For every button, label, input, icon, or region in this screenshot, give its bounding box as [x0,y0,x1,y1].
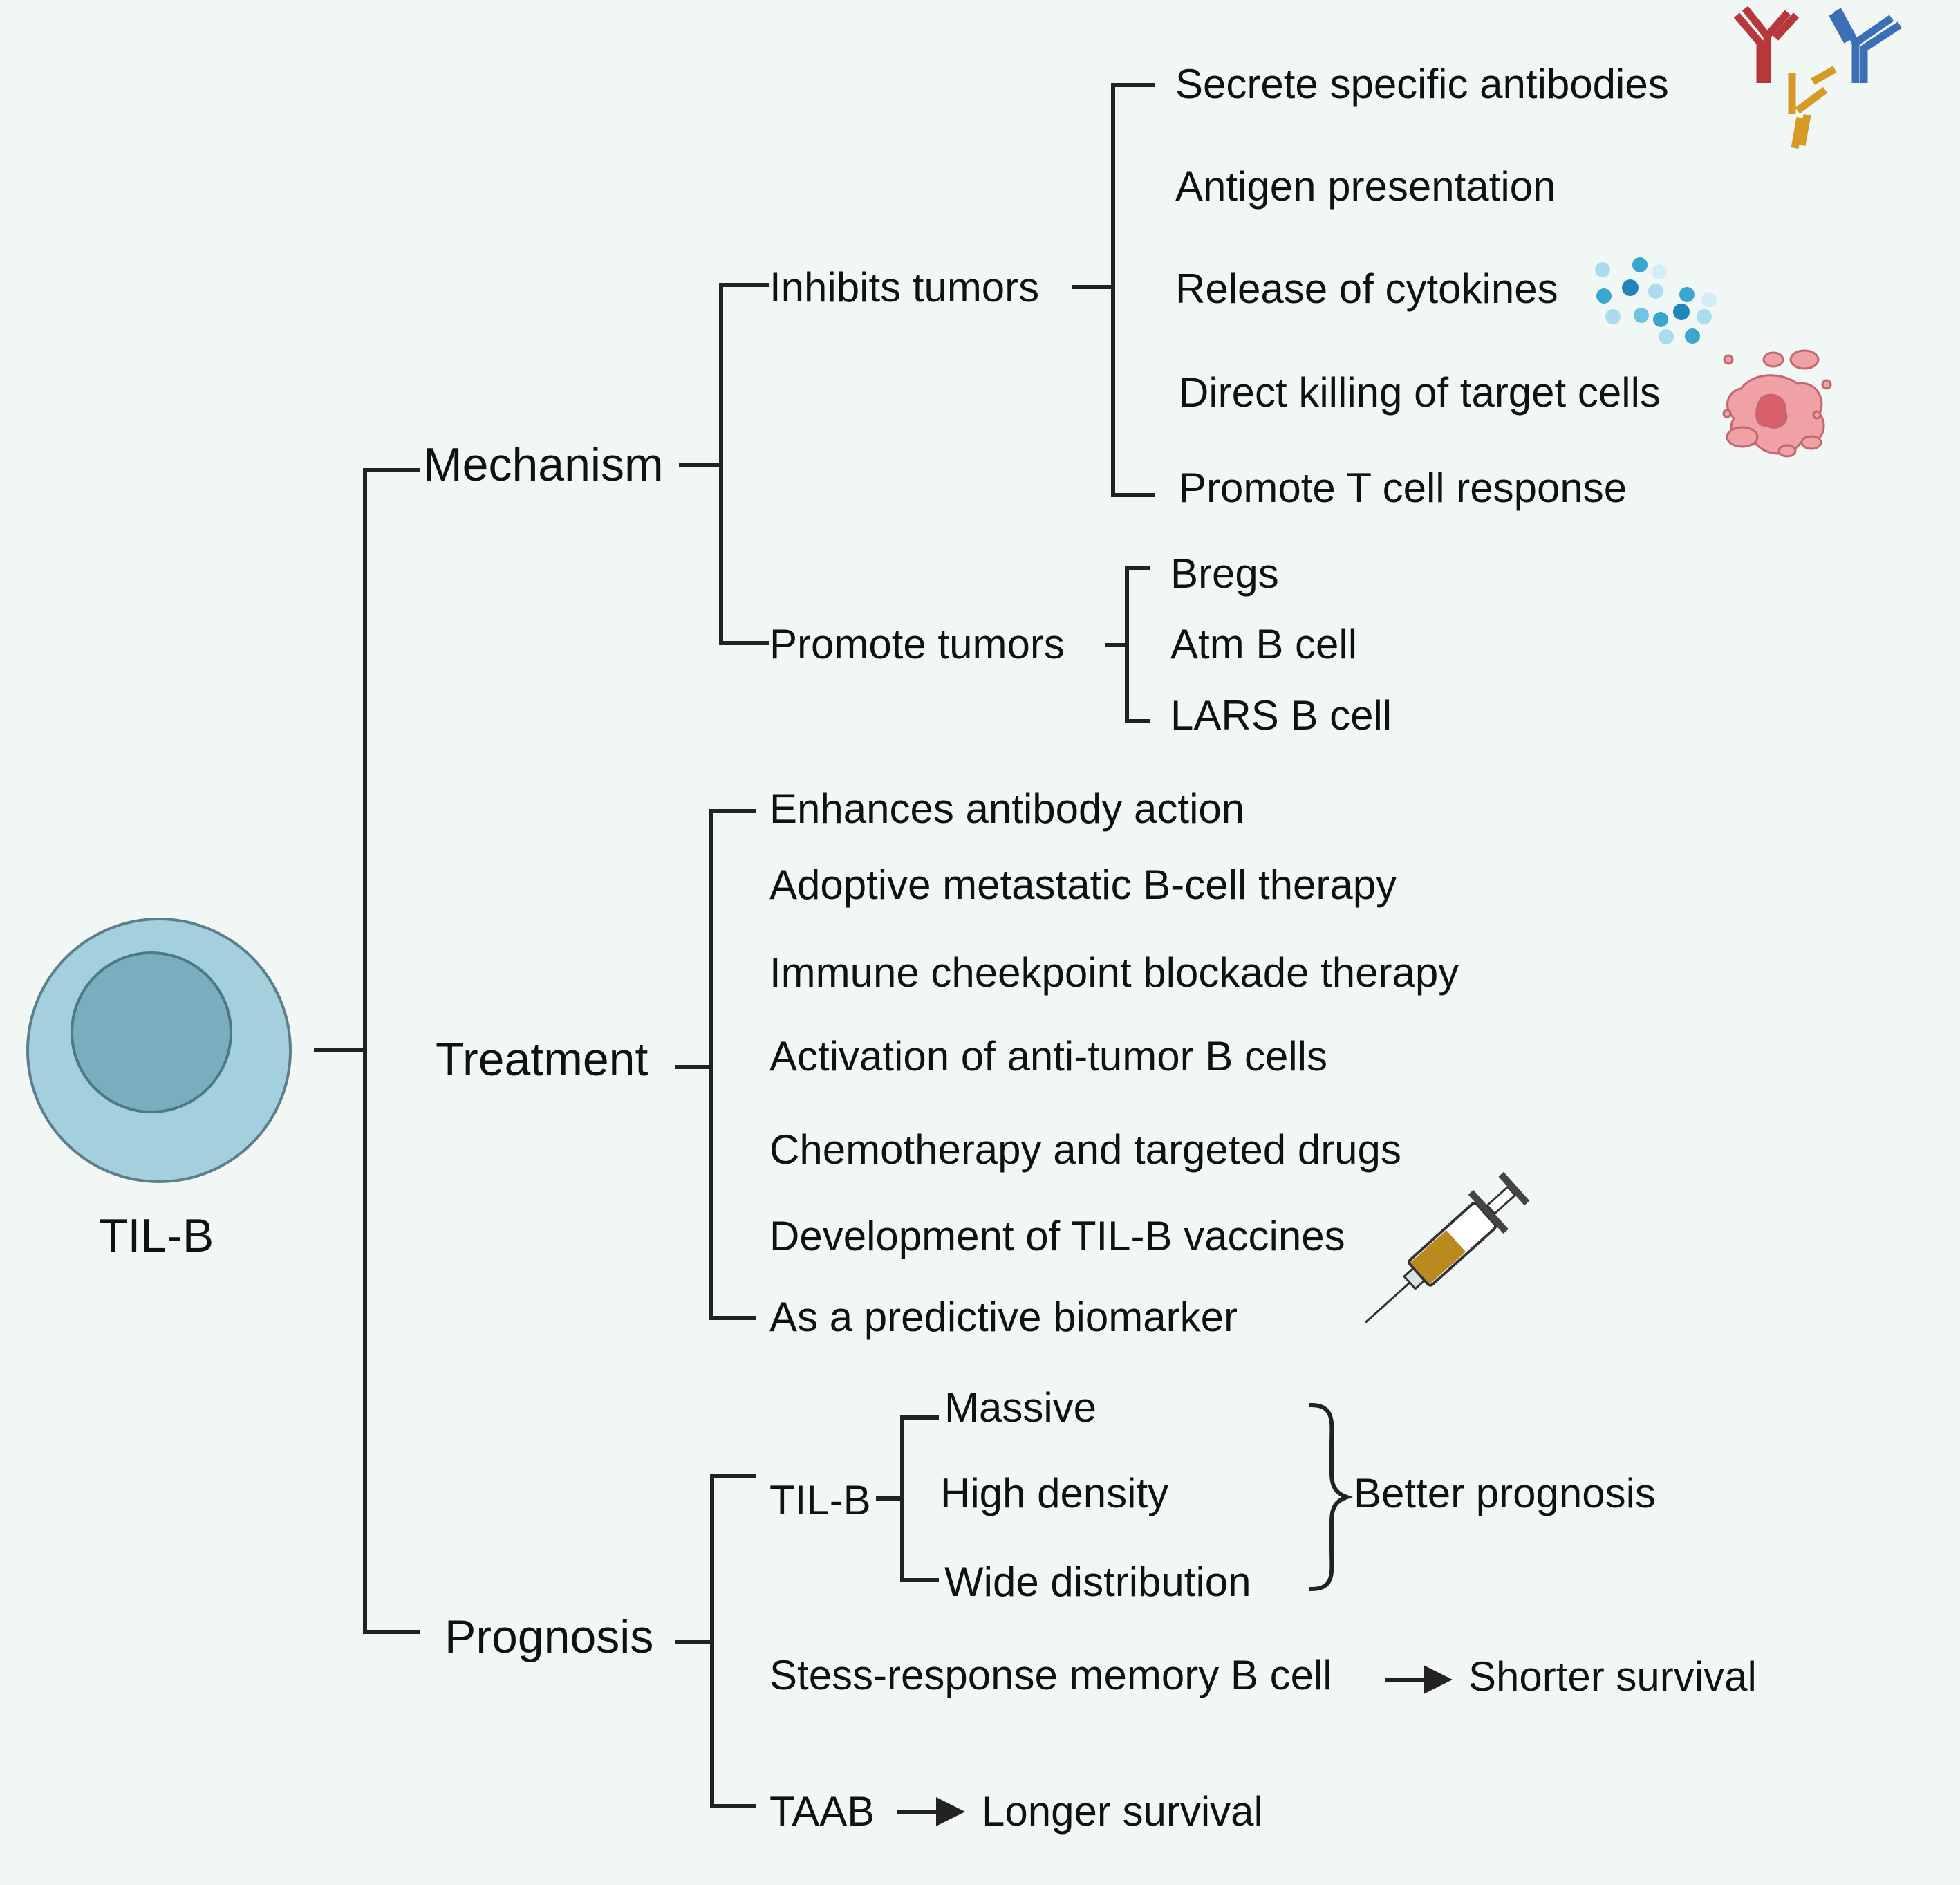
tilb-item: Wide distribution [944,1559,1251,1605]
treatment-item: Development of TIL-B vaccines [769,1213,1345,1259]
treatment-label: Treatment [436,1033,648,1086]
inhibits-bracket [1111,83,1155,497]
inhibits-item: Release of cytokines [1175,266,1558,312]
inhibits-item: Secrete specific antibodies [1175,61,1669,107]
treatment-item: Chemotherapy and targeted drugs [769,1126,1401,1173]
inhibits-item: Antigen presentation [1175,163,1556,210]
b-cell-icon [26,918,292,1183]
promotes-item: LARS B cell [1170,692,1392,739]
prognosis-bracket [710,1474,756,1808]
prognosis-label: Prognosis [445,1610,654,1663]
syringe-icon [1365,1171,1530,1324]
treatment-item: As a predictive biomarker [769,1294,1238,1340]
promotes-item: Bregs [1170,550,1279,597]
promote-tumors-label: Promote tumors [769,621,1065,667]
longer-survival-label: Longer survival [982,1788,1263,1835]
shorter-survival-label: Shorter survival [1468,1653,1757,1700]
arrows [897,1665,1453,1826]
stress-memory-b-cell-label: Stess-response memory B cell [769,1652,1332,1698]
mechanism-bracket [719,283,769,645]
promotes-bracket [1125,566,1150,723]
mechanism-label: Mechanism [423,438,664,491]
taab-label: TAAB [769,1788,875,1835]
treatment-item: Adoptive metastatic B-cell therapy [769,862,1397,908]
tilb-item: High density [940,1470,1169,1516]
better-prognosis-label: Better prognosis [1354,1470,1656,1516]
tumor-cell-icon [1722,349,1832,458]
treatment-item: Activation of anti-tumor B cells [769,1033,1327,1079]
treatment-item: Immune cheekpoint blockade therapy [769,949,1459,996]
inhibits-item: Direct killing of target cells [1179,369,1661,416]
inhibits-item: Promote T cell response [1179,465,1627,511]
connector-lines [314,83,1353,1808]
inhibits-tumors-label: Inhibits tumors [769,264,1040,310]
root-label: TIL-B [99,1209,214,1262]
curly-brace [1309,1402,1353,1592]
treatment-item: Enhances antibody action [769,786,1245,832]
tilb-bracket [900,1415,939,1582]
cytokines-icon [1595,257,1717,344]
antibody-icon [1733,6,1903,149]
treatment-bracket [709,809,756,1320]
tilb-item: Massive [944,1384,1097,1431]
promotes-item: Atm B cell [1170,621,1358,667]
prognosis-tilb-label: TIL-B [769,1477,871,1523]
